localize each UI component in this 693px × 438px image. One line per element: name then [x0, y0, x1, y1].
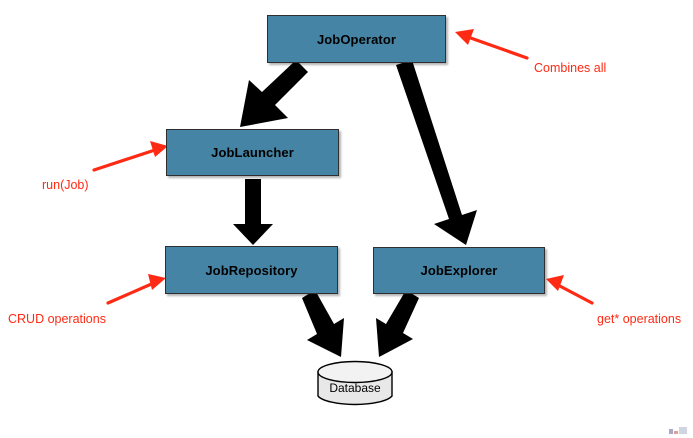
node-job-launcher-label: JobLauncher [211, 145, 294, 160]
connector-launcher-to-repository [233, 179, 273, 245]
connector-operator-to-launcher [240, 60, 308, 127]
annotation-arrow-crud-operations [106, 274, 166, 305]
annotation-arrow-combines-all [455, 29, 529, 60]
watermark-mark-c [679, 427, 687, 434]
annotation-run-job: run(Job) [42, 178, 89, 192]
database-label: Database [329, 381, 381, 395]
database-cylinder-shape [317, 360, 393, 406]
node-job-explorer-label: JobExplorer [420, 263, 498, 278]
connector-explorer-to-database [376, 290, 419, 357]
connector-repository-to-database [302, 290, 344, 357]
annotation-crud-operations: CRUD operations [8, 312, 106, 326]
node-job-operator-label: JobOperator [316, 31, 397, 47]
node-job-operator[interactable]: JobOperator [267, 15, 446, 63]
node-job-explorer[interactable]: JobExplorer [373, 247, 545, 294]
annotation-arrow-get-operations [546, 275, 594, 305]
annotation-combines-all: Combines all [534, 61, 607, 75]
annotation-arrow-run-job [92, 141, 168, 172]
watermark-mark-a [669, 429, 673, 434]
connector-operator-to-explorer [396, 60, 477, 245]
node-job-launcher[interactable]: JobLauncher [166, 129, 339, 176]
node-job-repository[interactable]: JobRepository [165, 246, 338, 294]
annotation-get-operations: get* operations [597, 312, 682, 326]
corner-watermark [669, 427, 687, 434]
node-job-repository-label: JobRepository [205, 262, 298, 278]
watermark-mark-b [674, 431, 678, 434]
